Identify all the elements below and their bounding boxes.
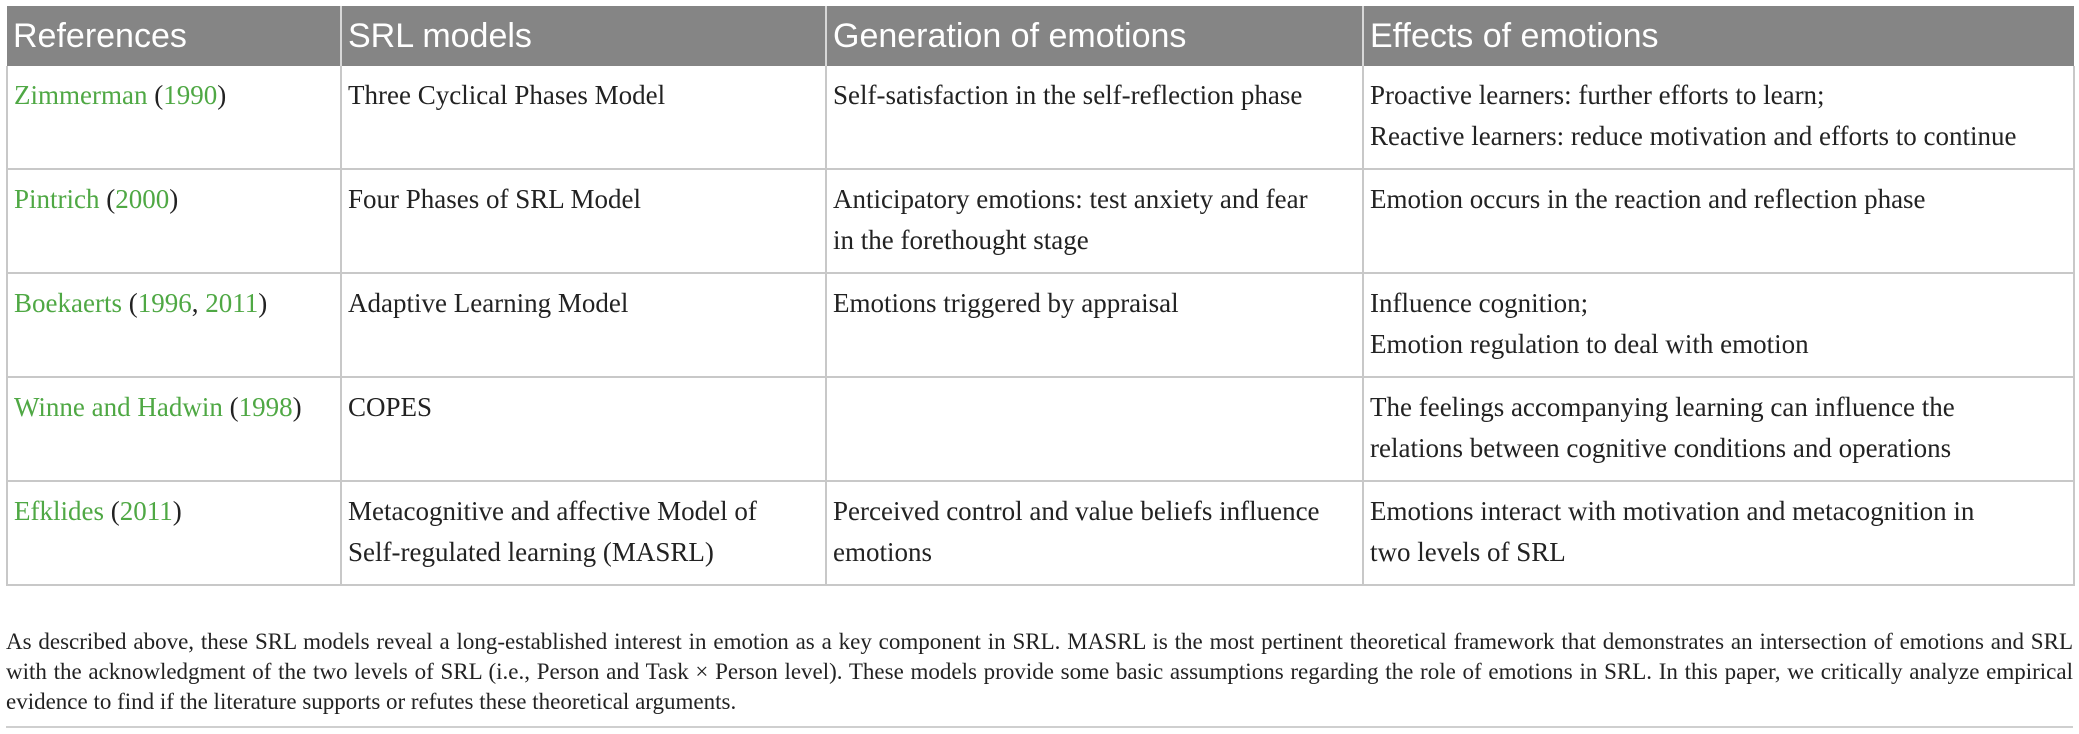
model-text: Self-regulated learning (MASRL) [348,537,714,567]
year-link[interactable]: 1990 [163,80,218,110]
author-link[interactable]: Boekaerts [14,288,122,318]
author-link[interactable]: Pintrich [14,184,100,214]
generation-text: emotions [833,537,932,567]
model-cell: Adaptive Learning Model [341,273,827,378]
effects-text: The feelings accompanying learning can i… [1370,392,1955,422]
table-row: Winne and Hadwin (1998) COPES The feelin… [6,377,2075,482]
body-paragraph: As described above, these SRL models rev… [6,629,2073,714]
effects-cell: Emotions interact with motivation and me… [1363,481,2075,586]
year-link[interactable]: 1996 [137,288,192,318]
generation-text: in the forethought stage [833,225,1089,255]
ref-open: ( [103,496,120,526]
ref-sep: , [191,288,206,318]
effects-cell: Emotion occurs in the reaction and refle… [1363,169,2075,274]
header-effects-of-emotions: Effects of emotions [1363,6,2074,66]
ref-close: ) [258,288,268,318]
srl-models-table: References SRL models Generation of emot… [6,6,2075,586]
generation-text: Perceived control and value beliefs infl… [833,496,1320,526]
reference-cell: Pintrich (2000) [6,169,342,274]
author-link[interactable]: Winne and Hadwin [14,392,223,422]
header-generation-of-emotions: Generation of emotions [826,6,1364,66]
ref-open: ( [147,80,164,110]
table-row: Zimmerman (1990) Three Cyclical Phases M… [6,66,2075,170]
year-link[interactable]: 2011 [205,288,259,318]
reference-cell: Zimmerman (1990) [6,66,342,170]
effects-text: Emotion occurs in the reaction and refle… [1370,184,1926,214]
model-text: Adaptive Learning Model [348,288,629,318]
reference-cell: Efklides (2011) [6,481,342,586]
section-divider [6,726,2073,728]
generation-text: Emotions triggered by appraisal [833,288,1179,318]
year-link[interactable]: 2000 [115,184,170,214]
effects-text: Emotion regulation to deal with emotion [1370,329,1809,359]
author-link[interactable]: Efklides [14,496,104,526]
header-references: References [7,6,342,66]
effects-text: Proactive learners: further efforts to l… [1370,80,1825,110]
year-link[interactable]: 2011 [119,496,173,526]
year-link[interactable]: 1998 [238,392,293,422]
ref-open: ( [222,392,239,422]
effects-text: relations between cognitive conditions a… [1370,433,1952,463]
effects-text: Reactive learners: reduce motivation and… [1370,121,2017,151]
model-text: Three Cyclical Phases Model [348,80,666,110]
model-cell: Metacognitive and affective Model of Sel… [341,481,827,586]
model-cell: Four Phases of SRL Model [341,169,827,274]
author-link[interactable]: Zimmerman [14,80,148,110]
generation-cell: Perceived control and value beliefs infl… [826,481,1364,586]
reference-cell: Winne and Hadwin (1998) [6,377,342,482]
model-cell: COPES [341,377,827,482]
ref-open: ( [99,184,116,214]
generation-text: Anticipatory emotions: test anxiety and … [833,184,1308,214]
generation-cell: Emotions triggered by appraisal [826,273,1364,378]
emotion-srl-table: References SRL models Generation of emot… [6,6,2075,586]
effects-text: two levels of SRL [1370,537,1566,567]
effects-cell: Proactive learners: further efforts to l… [1363,66,2075,170]
effects-text: Influence cognition; [1370,288,1589,318]
effects-text: Emotions interact with motivation and me… [1370,496,1975,526]
model-text: Metacognitive and affective Model of [348,496,757,526]
table-row: Efklides (2011) Metacognitive and affect… [6,481,2075,586]
table-row: Boekaerts (1996, 2011) Adaptive Learning… [6,273,2075,378]
generation-text: Self-satisfaction in the self-reflection… [833,80,1303,110]
model-cell: Three Cyclical Phases Model [341,66,827,170]
table-header-row: References SRL models Generation of emot… [7,6,2074,66]
table-row: Pintrich (2000) Four Phases of SRL Model… [6,169,2075,274]
ref-open: ( [121,288,138,318]
model-text: Four Phases of SRL Model [348,184,642,214]
ref-close: ) [169,184,179,214]
effects-cell: The feelings accompanying learning can i… [1363,377,2075,482]
generation-cell: Self-satisfaction in the self-reflection… [826,66,1364,170]
ref-close: ) [217,80,227,110]
effects-cell: Influence cognition; Emotion regulation … [1363,273,2075,378]
reference-cell: Boekaerts (1996, 2011) [6,273,342,378]
ref-close: ) [292,392,302,422]
generation-cell: Anticipatory emotions: test anxiety and … [826,169,1364,274]
generation-cell [826,377,1364,482]
ref-close: ) [172,496,182,526]
model-text: COPES [348,392,433,422]
header-srl-models: SRL models [341,6,827,66]
